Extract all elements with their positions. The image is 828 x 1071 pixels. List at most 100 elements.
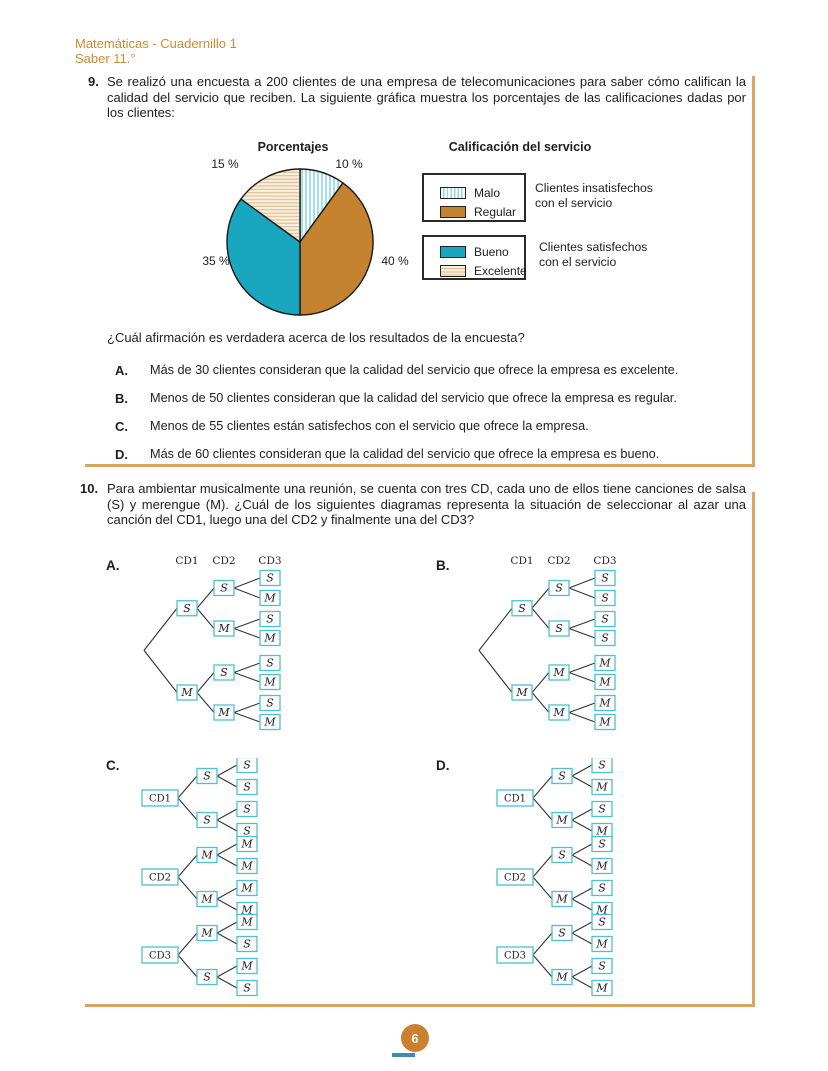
svg-text:M: M <box>240 860 253 873</box>
diagram-c-label: C. <box>106 758 120 773</box>
option-b-letter: B. <box>115 391 128 406</box>
option-a-text: Más de 30 clientes consideran que la cal… <box>150 363 679 377</box>
legend-item-bueno: Bueno <box>440 245 524 259</box>
svg-text:M: M <box>217 622 230 635</box>
option-b-text: Menos de 50 clientes consideran que la c… <box>150 391 677 405</box>
page-number-badge: 6 <box>401 1024 429 1052</box>
svg-text:S: S <box>558 927 566 940</box>
svg-text:S: S <box>266 613 274 626</box>
svg-text:S: S <box>203 770 211 783</box>
svg-text:M: M <box>515 686 528 699</box>
doc-header: Matemáticas - Cuadernillo 1 Saber 11.° <box>75 36 237 66</box>
svg-text:S: S <box>555 622 563 635</box>
svg-text:CD3: CD3 <box>258 556 281 567</box>
svg-text:S: S <box>266 572 274 585</box>
note-line: con el servicio <box>539 255 617 269</box>
svg-text:CD3: CD3 <box>504 951 526 962</box>
pie-label-excelente: 15 % <box>211 157 239 171</box>
q9-number: 9. <box>88 74 99 89</box>
diagram-d-label: D. <box>436 758 450 773</box>
svg-text:S: S <box>220 666 228 679</box>
legend-item-excelente: Excelente <box>440 264 527 278</box>
q10-right-border <box>752 492 755 1007</box>
svg-text:M: M <box>552 666 565 679</box>
svg-text:S: S <box>598 916 606 929</box>
svg-text:M: M <box>595 860 608 873</box>
pie-chart <box>226 168 374 316</box>
svg-text:CD3: CD3 <box>593 556 616 567</box>
svg-text:M: M <box>240 904 253 917</box>
svg-text:M: M <box>598 697 611 710</box>
q10-bottom-border <box>85 1004 755 1007</box>
svg-text:M: M <box>263 592 276 605</box>
pie-label-malo: 10 % <box>335 157 363 171</box>
svg-text:CD2: CD2 <box>504 873 526 884</box>
q9-options: A. Más de 30 clientes consideran que la … <box>115 363 678 462</box>
option-d-letter: D. <box>115 447 128 462</box>
svg-text:M: M <box>598 657 611 670</box>
svg-text:S: S <box>555 582 563 595</box>
note-line: Clientes insatisfechos <box>535 181 653 195</box>
svg-text:M: M <box>200 849 213 862</box>
svg-text:S: S <box>598 838 606 851</box>
q9-question: ¿Cuál afirmación es verdadera acerca de … <box>107 330 525 345</box>
svg-text:S: S <box>243 982 251 995</box>
svg-text:S: S <box>601 632 609 645</box>
option-b: B. Menos de 50 clientes consideran que l… <box>115 391 678 406</box>
doc-header-title: Matemáticas - Cuadernillo 1 <box>75 36 237 51</box>
svg-text:S: S <box>243 759 251 772</box>
svg-text:S: S <box>220 582 228 595</box>
svg-text:CD1: CD1 <box>504 794 526 805</box>
option-c: C. Menos de 55 clientes están satisfecho… <box>115 419 678 434</box>
svg-text:M: M <box>595 825 608 838</box>
svg-text:CD1: CD1 <box>175 556 198 567</box>
svg-text:CD1: CD1 <box>510 556 533 567</box>
svg-text:M: M <box>595 781 608 794</box>
pie-chart-title: Porcentajes <box>257 140 329 154</box>
legend-note-insatisfechos: Clientes insatisfechos con el servicio <box>535 181 653 211</box>
svg-text:S: S <box>598 803 606 816</box>
svg-text:M: M <box>555 971 568 984</box>
svg-text:CD2: CD2 <box>547 556 570 567</box>
note-line: con el servicio <box>535 196 613 210</box>
svg-text:S: S <box>183 602 191 615</box>
svg-text:M: M <box>240 882 253 895</box>
legend-item-regular: Regular <box>440 205 524 219</box>
svg-text:S: S <box>601 572 609 585</box>
doc-header-subtitle: Saber 11.° <box>75 51 136 66</box>
pie-label-regular: 40 % <box>381 254 409 268</box>
svg-text:M: M <box>555 893 568 906</box>
regular-swatch <box>440 206 466 218</box>
svg-text:M: M <box>555 814 568 827</box>
q9-statement: 9. Se realizó una encuesta a 200 cliente… <box>88 74 746 121</box>
svg-text:M: M <box>180 686 193 699</box>
svg-text:M: M <box>263 676 276 689</box>
svg-text:M: M <box>240 838 253 851</box>
excelente-label: Excelente <box>474 264 527 278</box>
diagram-a-label: A. <box>106 558 120 573</box>
option-c-letter: C. <box>115 419 128 434</box>
svg-text:S: S <box>266 657 274 670</box>
svg-text:S: S <box>598 960 606 973</box>
q10-statement: 10. Para ambientar musicalmente una reun… <box>80 481 746 528</box>
svg-text:S: S <box>601 613 609 626</box>
regular-label: Regular <box>474 205 517 219</box>
bueno-label: Bueno <box>474 245 509 259</box>
svg-text:M: M <box>200 927 213 940</box>
legend-title: Calificación del servicio <box>448 140 592 154</box>
option-d: D. Más de 60 clientes consideran que la … <box>115 447 678 462</box>
pie-label-bueno: 35 % <box>202 254 230 268</box>
option-a: A. Más de 30 clientes consideran que la … <box>115 363 678 378</box>
q9-right-border <box>752 76 755 467</box>
svg-text:CD2: CD2 <box>149 873 171 884</box>
svg-text:S: S <box>598 759 606 772</box>
